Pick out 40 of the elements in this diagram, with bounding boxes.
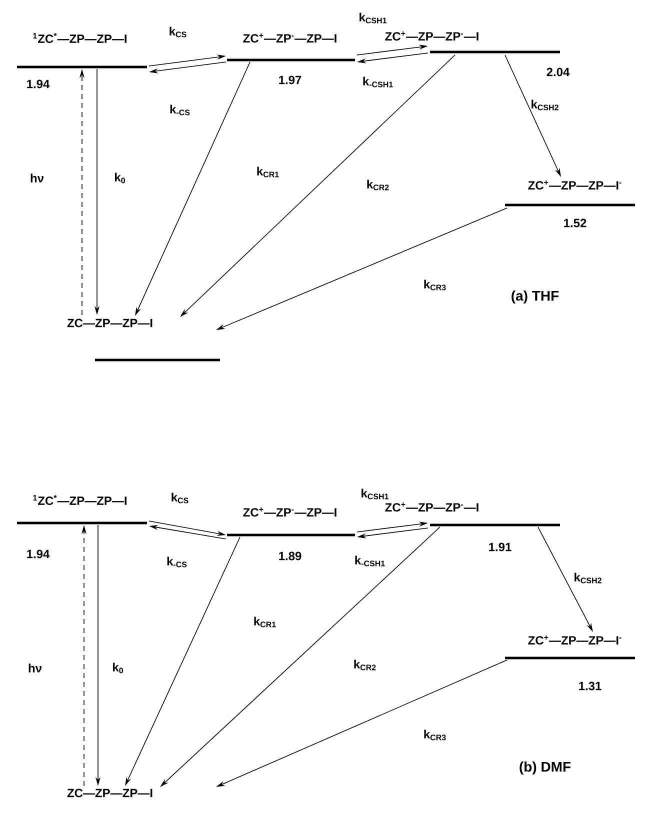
energy-level: $^{1}$ZC$^{*}$—ZP—ZP—I bbox=[17, 495, 147, 524]
rate-constant-label: k$_{CSH2}$ bbox=[574, 572, 602, 584]
energy-level: $^{1}$ZC$^{*}$—ZP—ZP—I bbox=[17, 33, 147, 68]
rate-constant-label: k$_{CS}$ bbox=[172, 492, 188, 504]
rate-constant-label: k$_{CSH1}$ bbox=[362, 488, 389, 500]
rate-constant-label: k$_{CSH1}$ bbox=[360, 12, 387, 24]
panel-label: (a) THF bbox=[512, 290, 559, 304]
rate-constant-label: k$_{CR1}$ bbox=[254, 616, 276, 628]
energy-level: ZC—ZP—ZP—I bbox=[67, 318, 220, 362]
rate-constant-label: k$_{0}$ bbox=[115, 172, 125, 184]
rate-constant-label: k$_{CR1}$ bbox=[257, 166, 279, 178]
rate-constant-label: k$_{-CSH1}$ bbox=[355, 556, 385, 566]
energy-value: 1.94 bbox=[27, 80, 50, 88]
rate-constant-label: hν bbox=[28, 664, 42, 672]
energy-level: ZC$^{+}$—ZP—ZP—I$^{-}$ bbox=[505, 635, 635, 660]
rate-constant-label: k$_{CS}$ bbox=[170, 26, 186, 38]
rate-constant-label: k$_{CR3}$ bbox=[424, 280, 446, 290]
energy-level: ZC—ZP—ZP—I bbox=[67, 788, 152, 798]
energy-level: ZC$^{+}$—ZP—ZP—I$^{-}$ bbox=[505, 180, 635, 206]
rate-constant-label: hν bbox=[30, 174, 44, 182]
energy-value: 1.91 bbox=[489, 542, 512, 552]
rate-constant-label: k$_{0}$ bbox=[113, 662, 123, 674]
energy-level: ZC$^{+}$—ZP$^{-}$—ZP—I bbox=[227, 33, 355, 62]
energy-level: ZC$^{+}$—ZP—ZP$^{-}$—I bbox=[385, 502, 560, 526]
energy-level: ZC$^{+}$—ZP—ZP$^{-}$—I bbox=[385, 31, 560, 54]
energy-value: 1.52 bbox=[564, 218, 586, 228]
energy-value: 1.97 bbox=[279, 76, 302, 84]
rate-constant-label: k$_{CR2}$ bbox=[354, 660, 376, 670]
energy-level: ZC$^{+}$—ZP$^{-}$—ZP—I bbox=[227, 507, 355, 536]
rate-constant-label: k$_{CR3}$ bbox=[424, 730, 446, 740]
energy-value: 1.31 bbox=[579, 682, 602, 690]
rate-constant-label: k$_{-CS}$ bbox=[170, 104, 190, 116]
energy-value: 1.94 bbox=[27, 550, 50, 558]
rate-constant-label: k$_{CSH2}$ bbox=[532, 100, 558, 110]
energy-value: 2.04 bbox=[546, 68, 570, 76]
rate-constant-label: k$_{-CSH1}$ bbox=[363, 76, 393, 88]
rate-constant-label: k$_{CR2}$ bbox=[367, 180, 389, 190]
rate-constant-label: k$_{-CS}$ bbox=[167, 556, 187, 568]
panel-label: (b) DMF bbox=[520, 761, 571, 775]
energy-value: 1.89 bbox=[279, 552, 302, 560]
